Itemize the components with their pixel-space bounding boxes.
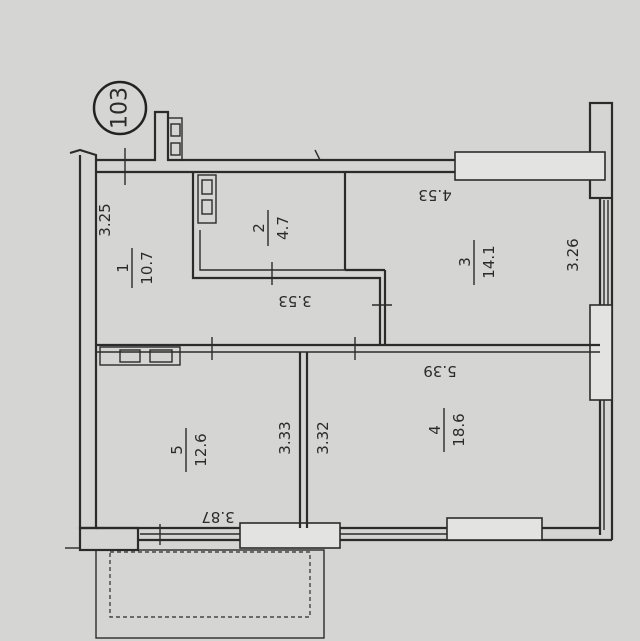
shaft-top-cell-2 — [170, 142, 181, 156]
ventilation-shafts — [167, 117, 217, 224]
shaft-top — [167, 117, 183, 161]
corridor-dimension: 3.53 — [278, 292, 311, 310]
room-3-length: 4.53 — [418, 186, 451, 204]
room-4-length: 5.39 — [423, 362, 456, 380]
bottom-window-center — [239, 522, 341, 549]
room-1: 1 10.7 3.25 — [96, 203, 156, 288]
mid-shaft-block — [99, 346, 181, 366]
left-outer-wall — [69, 148, 98, 530]
room-3-number: 3 — [456, 257, 474, 267]
room-2-area: 4.7 — [274, 216, 292, 240]
room-3-area: 14.1 — [480, 245, 498, 278]
room-1-area: 10.7 — [138, 251, 156, 284]
room-4: 5.39 4 18.6 3.32 — [314, 362, 468, 455]
room-2: 2 4.7 — [250, 210, 292, 246]
room-3-width: 3.26 — [564, 238, 582, 271]
apartment-number: 103 — [108, 87, 133, 129]
room-4-area: 18.6 — [450, 413, 468, 446]
room-5-length: 3.87 — [201, 508, 234, 526]
room-4-width: 3.32 — [314, 421, 332, 454]
room-2-number: 2 — [250, 223, 268, 233]
room-3: 4.53 3 14.1 3.26 — [418, 186, 582, 285]
room-5-area: 12.6 — [192, 433, 210, 466]
room-5-number: 5 — [168, 445, 186, 455]
shaft-top-cell-1 — [170, 123, 181, 137]
room-1-width: 3.25 — [96, 203, 114, 236]
room-5-width: 3.33 — [276, 421, 294, 454]
room-1-number: 1 — [114, 263, 132, 273]
door-marks — [124, 148, 392, 545]
right-windows — [589, 200, 613, 530]
balcony — [95, 549, 325, 639]
badge-circle — [92, 80, 148, 136]
shaft-bath — [197, 174, 217, 224]
apartment-number-badge: 103 — [92, 80, 148, 136]
balcony-inner — [109, 551, 311, 618]
interior-walls — [96, 172, 600, 528]
bottom-window-right — [446, 517, 543, 541]
top-outer-wall — [96, 110, 600, 162]
bath-left-corridor-wall — [191, 172, 382, 345]
room-5: 5 12.6 3.33 3.87 — [168, 421, 294, 526]
shaft-bath-cell-1 — [201, 179, 213, 195]
balcony-outline — [95, 549, 325, 639]
room-4-number: 4 — [426, 425, 444, 435]
bottom-windows — [140, 517, 543, 549]
top-window — [454, 151, 606, 181]
shaft-bath-cell-2 — [201, 199, 213, 215]
